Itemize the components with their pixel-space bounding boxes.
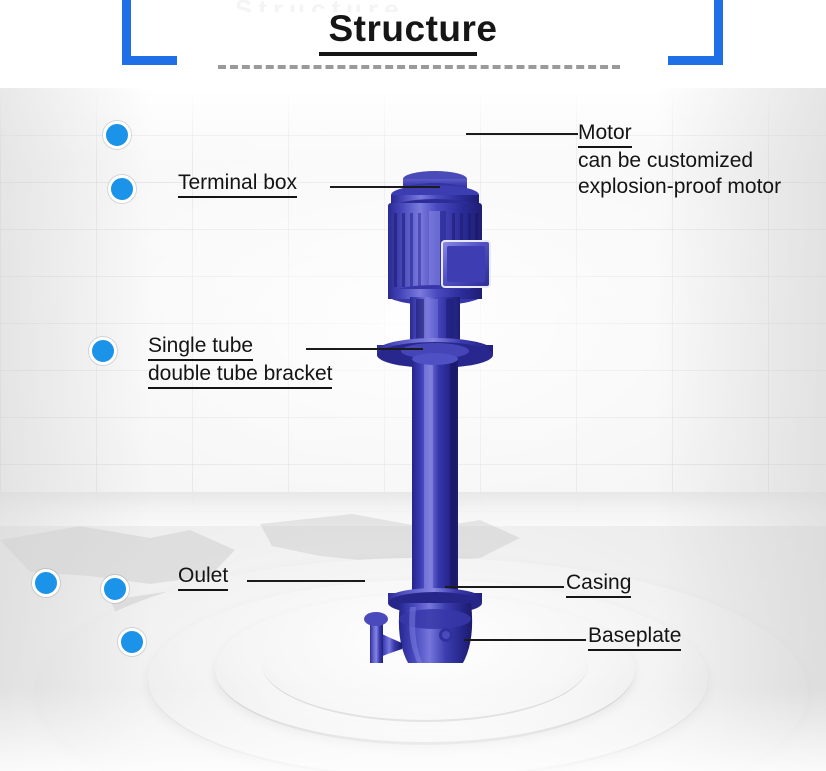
right-vignette	[656, 88, 826, 771]
product-photo-scene	[0, 88, 826, 771]
marker-dot-casing[interactable]	[101, 575, 129, 603]
page-title: Structure	[328, 8, 498, 49]
header-dashed-divider	[218, 65, 620, 69]
callout-bracket: Single tube double tube bracket	[148, 333, 333, 389]
callout-terminal-box-title: Terminal box	[178, 170, 298, 198]
marker-dot-terminal-box[interactable]	[108, 175, 136, 203]
callout-motor-line-2: explosion-proof motor	[578, 175, 782, 198]
callout-oulet: Oulet	[178, 563, 229, 591]
callout-casing: Casing	[566, 570, 632, 598]
callout-oulet-title: Oulet	[178, 563, 229, 591]
marker-dot-oulet[interactable]	[32, 569, 60, 597]
callout-motor: Motor can be customized explosion-proof …	[578, 120, 781, 200]
marker-dot-bracket[interactable]	[89, 337, 117, 365]
leader-line-casing	[445, 586, 564, 588]
callout-baseplate: Baseplate	[588, 623, 682, 651]
callout-motor-title: Motor	[578, 120, 632, 148]
header-ghost-text: Structure	[235, 0, 615, 12]
callout-bracket-line-1: double tube bracket	[148, 361, 333, 389]
marker-dot-baseplate[interactable]	[118, 628, 146, 656]
leader-line-motor	[466, 133, 578, 135]
leader-line-bracket	[306, 348, 423, 350]
callout-casing-title: Casing	[566, 570, 632, 598]
corner-bracket-left	[122, 0, 177, 65]
callout-baseplate-title: Baseplate	[588, 623, 682, 651]
vertical-pump-illustration	[330, 88, 540, 725]
corner-bracket-right	[668, 0, 723, 65]
title-underline	[319, 52, 477, 56]
callout-bracket-title: Single tube	[148, 333, 254, 361]
leader-line-oulet	[247, 580, 365, 582]
floor-sheen	[0, 688, 826, 771]
header-band: Structure	[0, 0, 826, 88]
callout-motor-line-1: can be customized	[578, 149, 754, 172]
leader-line-terminal-box	[330, 186, 440, 188]
marker-dot-motor[interactable]	[103, 121, 131, 149]
callout-terminal-box: Terminal box	[178, 170, 298, 198]
leader-line-baseplate	[464, 639, 586, 641]
